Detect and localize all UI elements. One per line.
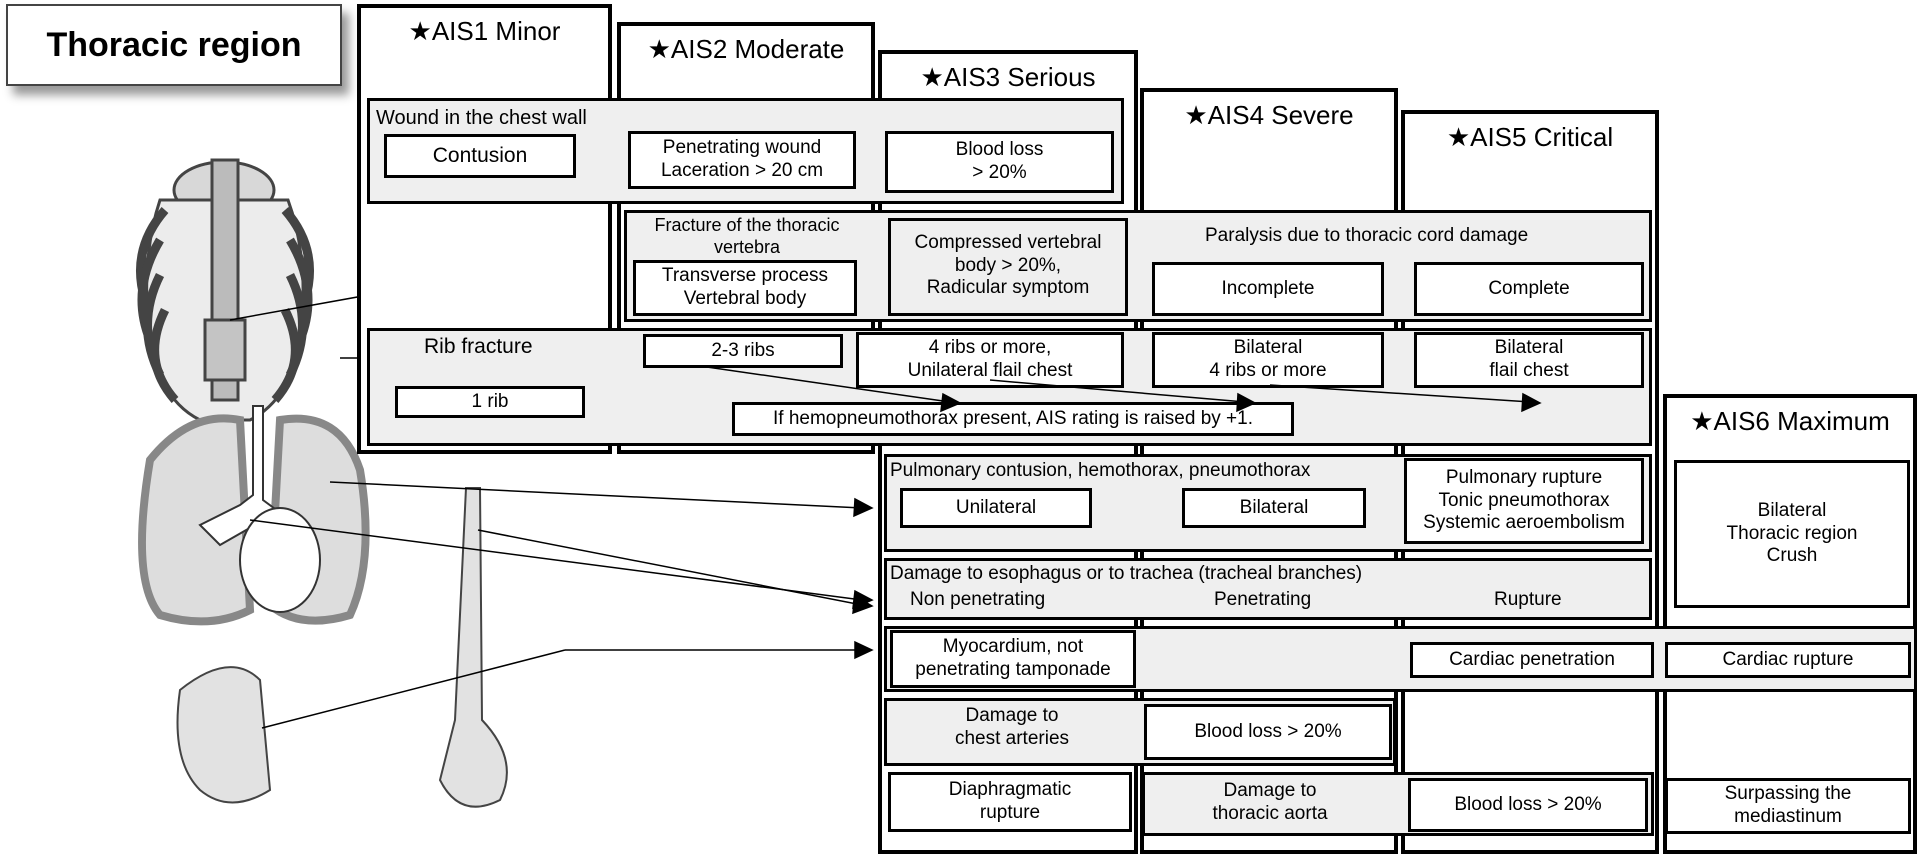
cardiac-ais3: Myocardium, not penetrating tamponade [890, 630, 1136, 688]
vertebra-ais2: Transverse process Vertebral body [633, 260, 857, 316]
rib-ais5: Bilateral flail chest [1414, 332, 1644, 388]
vertebra-ais3: Compressed vertebral body > 20%, Radicul… [914, 231, 1102, 299]
esophagus-icon [438, 487, 508, 808]
chest-wall-ais2: Penetrating wound Laceration > 20 cm [628, 131, 856, 189]
pulmonary-ais4: Bilateral [1182, 488, 1366, 528]
esophagus-label: Damage to esophagus or to trachea (trach… [890, 563, 1363, 584]
diaphragm-ais3: Diaphragmatic rupture [888, 772, 1132, 832]
vertebra-label: Fracture of the thoracic vertebra [654, 215, 840, 257]
cardiac-ais5: Cardiac penetration [1410, 642, 1654, 678]
rib-ais1: 1 rib [395, 386, 585, 418]
rib-ais3: 4 ribs or more, Unilateral flail chest [856, 332, 1124, 388]
arteries-ais3: Damage to chest arteries [954, 705, 1070, 749]
esophagus-ais3: Non penetrating [910, 589, 1046, 610]
vertebra-ais5: Complete [1414, 262, 1644, 316]
rib-label: Rib fracture [424, 335, 533, 358]
column-title-ais5: ★AIS5 Critical [1446, 122, 1614, 152]
pulmonary-ais3: Unilateral [900, 488, 1092, 528]
esophagus-band [884, 558, 1652, 620]
chest-wall-ais3: Blood loss > 20% [885, 131, 1114, 193]
paralysis-label: Paralysis due to thoracic cord damage [1205, 225, 1529, 246]
rib-note: If hemopneumothorax present, AIS rating … [732, 402, 1294, 436]
rib-cage-icon [136, 158, 314, 422]
aorta-ais5: Blood loss > 20% [1408, 778, 1648, 832]
column-title-ais4: ★AIS4 Severe [1184, 100, 1354, 130]
vertebra-ais3-frame [888, 218, 1128, 316]
rib-ais2: 2-3 ribs [643, 334, 843, 368]
chest-wall-label: Wound in the chest wall [376, 107, 587, 129]
column-title-ais6: ★AIS6 Maximum [1690, 406, 1890, 436]
chest-wall-ais1: Contusion [384, 134, 576, 178]
heart-icon [176, 666, 272, 804]
aorta-ais4: Damage to thoracic aorta [1212, 780, 1328, 824]
pulmonary-ais5: Pulmonary rupture Tonic pneumothorax Sys… [1404, 458, 1644, 544]
column-title-ais3: ★AIS3 Serious [920, 62, 1096, 92]
page-title: Thoracic region [6, 4, 342, 86]
pulmonary-label: Pulmonary contusion, hemothorax, pneumot… [890, 460, 1311, 481]
arteries-ais4: Blood loss > 20% [1144, 704, 1392, 760]
esophagus-ais4: Penetrating [1214, 589, 1312, 610]
esophagus-ais5: Rupture [1494, 589, 1562, 610]
vertebra-ais4: Incomplete [1152, 262, 1384, 316]
column-title-ais1: ★AIS1 Minor [408, 16, 561, 46]
ais6-crush-box: Bilateral Thoracic region Crush [1674, 460, 1910, 608]
rib-ais4: Bilateral 4 ribs or more [1152, 332, 1384, 388]
cardiac-ais6: Cardiac rupture [1665, 642, 1911, 678]
column-title-ais2: ★AIS2 Moderate [647, 34, 845, 64]
aorta-ais6: Surpassing the mediastinum [1665, 778, 1911, 834]
